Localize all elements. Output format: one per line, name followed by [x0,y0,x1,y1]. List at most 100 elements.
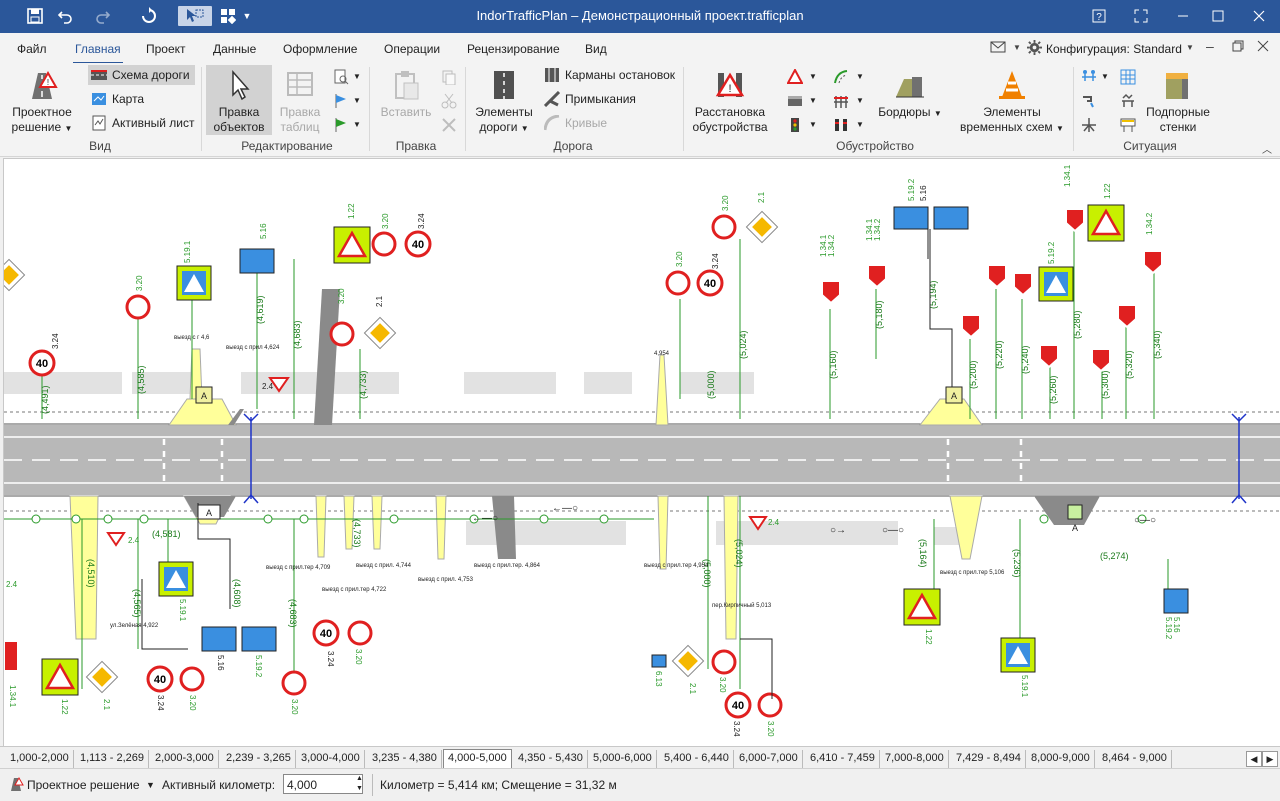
km-tab[interactable]: 3,000-4,000 [297,750,365,768]
bus-stop-pavilions[interactable]: A A A A [195,386,1083,533]
billboard-icon[interactable] [1120,117,1136,136]
gear-icon[interactable] [1027,40,1042,58]
rotate-icon[interactable] [138,6,160,26]
intersection-icon[interactable] [1081,117,1097,136]
dropdown-icon[interactable]: ▼ [809,96,817,105]
dropdown-icon[interactable]: ▼ [353,96,361,105]
dropdown-icon[interactable]: ▼ [856,96,864,105]
km-tab-active[interactable]: 4,000-5,000 [443,749,512,769]
mail-icon[interactable] [990,40,1006,57]
km-tab[interactable]: 5,000-6,000 [589,750,657,768]
bollard-icon[interactable] [833,117,849,136]
dropdown-icon[interactable]: ▼ [856,120,864,129]
km-tab[interactable]: 6,000-7,000 [735,750,803,768]
km-tab[interactable]: 4,350 - 5,430 [514,750,588,768]
tab-scroll-left-button[interactable]: ◀ [1246,751,1262,767]
children-warning-signs[interactable] [41,204,1125,696]
retaining-walls-button[interactable]: Подпорные стенки [1142,69,1214,135]
mail-dropdown-icon[interactable]: ▼ [1013,43,1021,52]
km-spinner[interactable]: ▲▼ [356,775,363,792]
km-tab[interactable]: 6,410 - 7,459 [806,750,880,768]
pedestrians-icon[interactable] [1081,69,1097,88]
bench-icon[interactable] [1120,93,1136,112]
km-tab[interactable]: 8,000-9,000 [1027,750,1095,768]
cut-icon[interactable] [441,93,457,112]
minimize-button[interactable] [1166,4,1200,28]
flag-blue-icon[interactable] [333,93,349,112]
road-scheme-button[interactable]: Схема дороги [88,65,195,85]
bus-bays-button[interactable]: Карманы остановок [544,65,675,85]
config-label[interactable]: Конфигурация: Standard [1046,42,1182,56]
close-button[interactable] [1242,4,1276,28]
delete-icon[interactable] [441,117,457,136]
sign-warning-icon[interactable] [786,67,804,88]
flag-green-icon[interactable] [333,117,349,136]
priority-road-signs[interactable] [4,210,779,694]
dropdown-icon[interactable]: ▼ [856,72,864,81]
km-axis-markers[interactable] [243,413,1247,504]
km-tab[interactable]: 1,000-2,000 [6,750,74,768]
km-tab[interactable]: 7,429 - 8,494 [952,750,1026,768]
copy-icon[interactable] [441,69,457,88]
road-scheme-canvas[interactable]: (4,491) (4,585) (4,619) (4,683) (4,733) … [3,158,1280,748]
junctions-button[interactable]: Примыкания [544,89,636,109]
tab-scroll-right-button[interactable]: ▶ [1262,751,1278,767]
dropdown-icon[interactable]: ▼ [1101,72,1109,81]
pedestrian-crossing-signs[interactable] [158,265,1074,673]
km-tab[interactable]: 7,000-8,000 [881,750,949,768]
turn-direction-signs[interactable] [4,208,1163,672]
components-icon[interactable] [217,6,239,26]
road-carriageway[interactable] [4,425,1280,495]
menu-home[interactable]: Главная [73,42,123,64]
dropdown-icon[interactable]: ▼ [353,120,361,129]
dropdown-icon[interactable]: ▼ [809,120,817,129]
traffic-light-icon[interactable] [787,117,803,136]
grid-icon[interactable] [1120,69,1136,88]
menu-design[interactable]: Оформление [283,42,358,56]
map-button[interactable]: Карта [91,89,144,109]
km-tab[interactable]: 3,235 - 4,380 [368,750,442,768]
select-mode-icon[interactable] [178,6,212,26]
redo-icon[interactable] [92,6,114,26]
restore-icon[interactable] [1232,40,1244,55]
help-icon[interactable]: ? [1082,4,1116,28]
km-tab[interactable]: 2,239 - 3,265 [222,750,296,768]
dropdown-icon[interactable]: ▼ [353,72,361,81]
ribbon-minimize-icon[interactable]: – [1206,38,1214,54]
menu-project[interactable]: Проект [146,42,186,56]
save-icon[interactable] [24,6,46,26]
mode-selector[interactable]: Проектное решение [27,778,140,792]
hydrant-icon[interactable] [1081,93,1097,112]
no-overtaking-signs[interactable] [125,214,783,718]
km-tab[interactable]: 1,113 - 2,269 [76,750,150,768]
km-tab[interactable]: 8,464 - 9,000 [1098,750,1172,768]
menu-review[interactable]: Рецензирование [467,42,560,56]
speed-limit-signs[interactable]: 40 40 40 40 40 40 [28,230,752,719]
menu-data[interactable]: Данные [213,42,257,56]
marking-icon[interactable] [833,69,849,88]
edit-tables-button[interactable]: Правка таблиц [274,69,326,135]
barrier-icon[interactable] [787,93,803,112]
km-tab[interactable]: 5,400 - 6,440 [660,750,734,768]
temp-elements-button[interactable]: Элементы временных схем ▼ [956,69,1068,136]
edit-objects-button[interactable]: Правка объектов [206,65,272,135]
menu-operations[interactable]: Операции [384,42,441,56]
active-km-input[interactable]: 4,000 [283,774,363,794]
km-tab[interactable]: 2,000-3,000 [151,750,219,768]
dropdown-icon[interactable]: ▼ [809,72,817,81]
menu-view[interactable]: Вид [585,42,607,56]
ribbon-collapse-icon[interactable]: ︿ [1262,145,1272,156]
doc-close-icon[interactable] [1257,40,1269,55]
config-dropdown-icon[interactable]: ▼ [1186,43,1194,52]
give-way-signs[interactable] [106,377,768,547]
paste-button[interactable]: Вставить [376,69,436,120]
project-solution-button[interactable]: ! Проектное решение ▼ [6,69,78,136]
maximize-button[interactable] [1201,4,1235,28]
curbs-button[interactable]: Бордюры ▼ [878,69,942,121]
find-icon[interactable] [333,69,349,88]
undo-icon[interactable] [54,6,76,26]
road-elements-button[interactable]: Элементы дороги ▼ [472,69,536,136]
fence-icon[interactable] [833,93,849,112]
bus-stop-signs[interactable] [201,206,1189,668]
menu-file[interactable]: Файл [17,42,47,56]
